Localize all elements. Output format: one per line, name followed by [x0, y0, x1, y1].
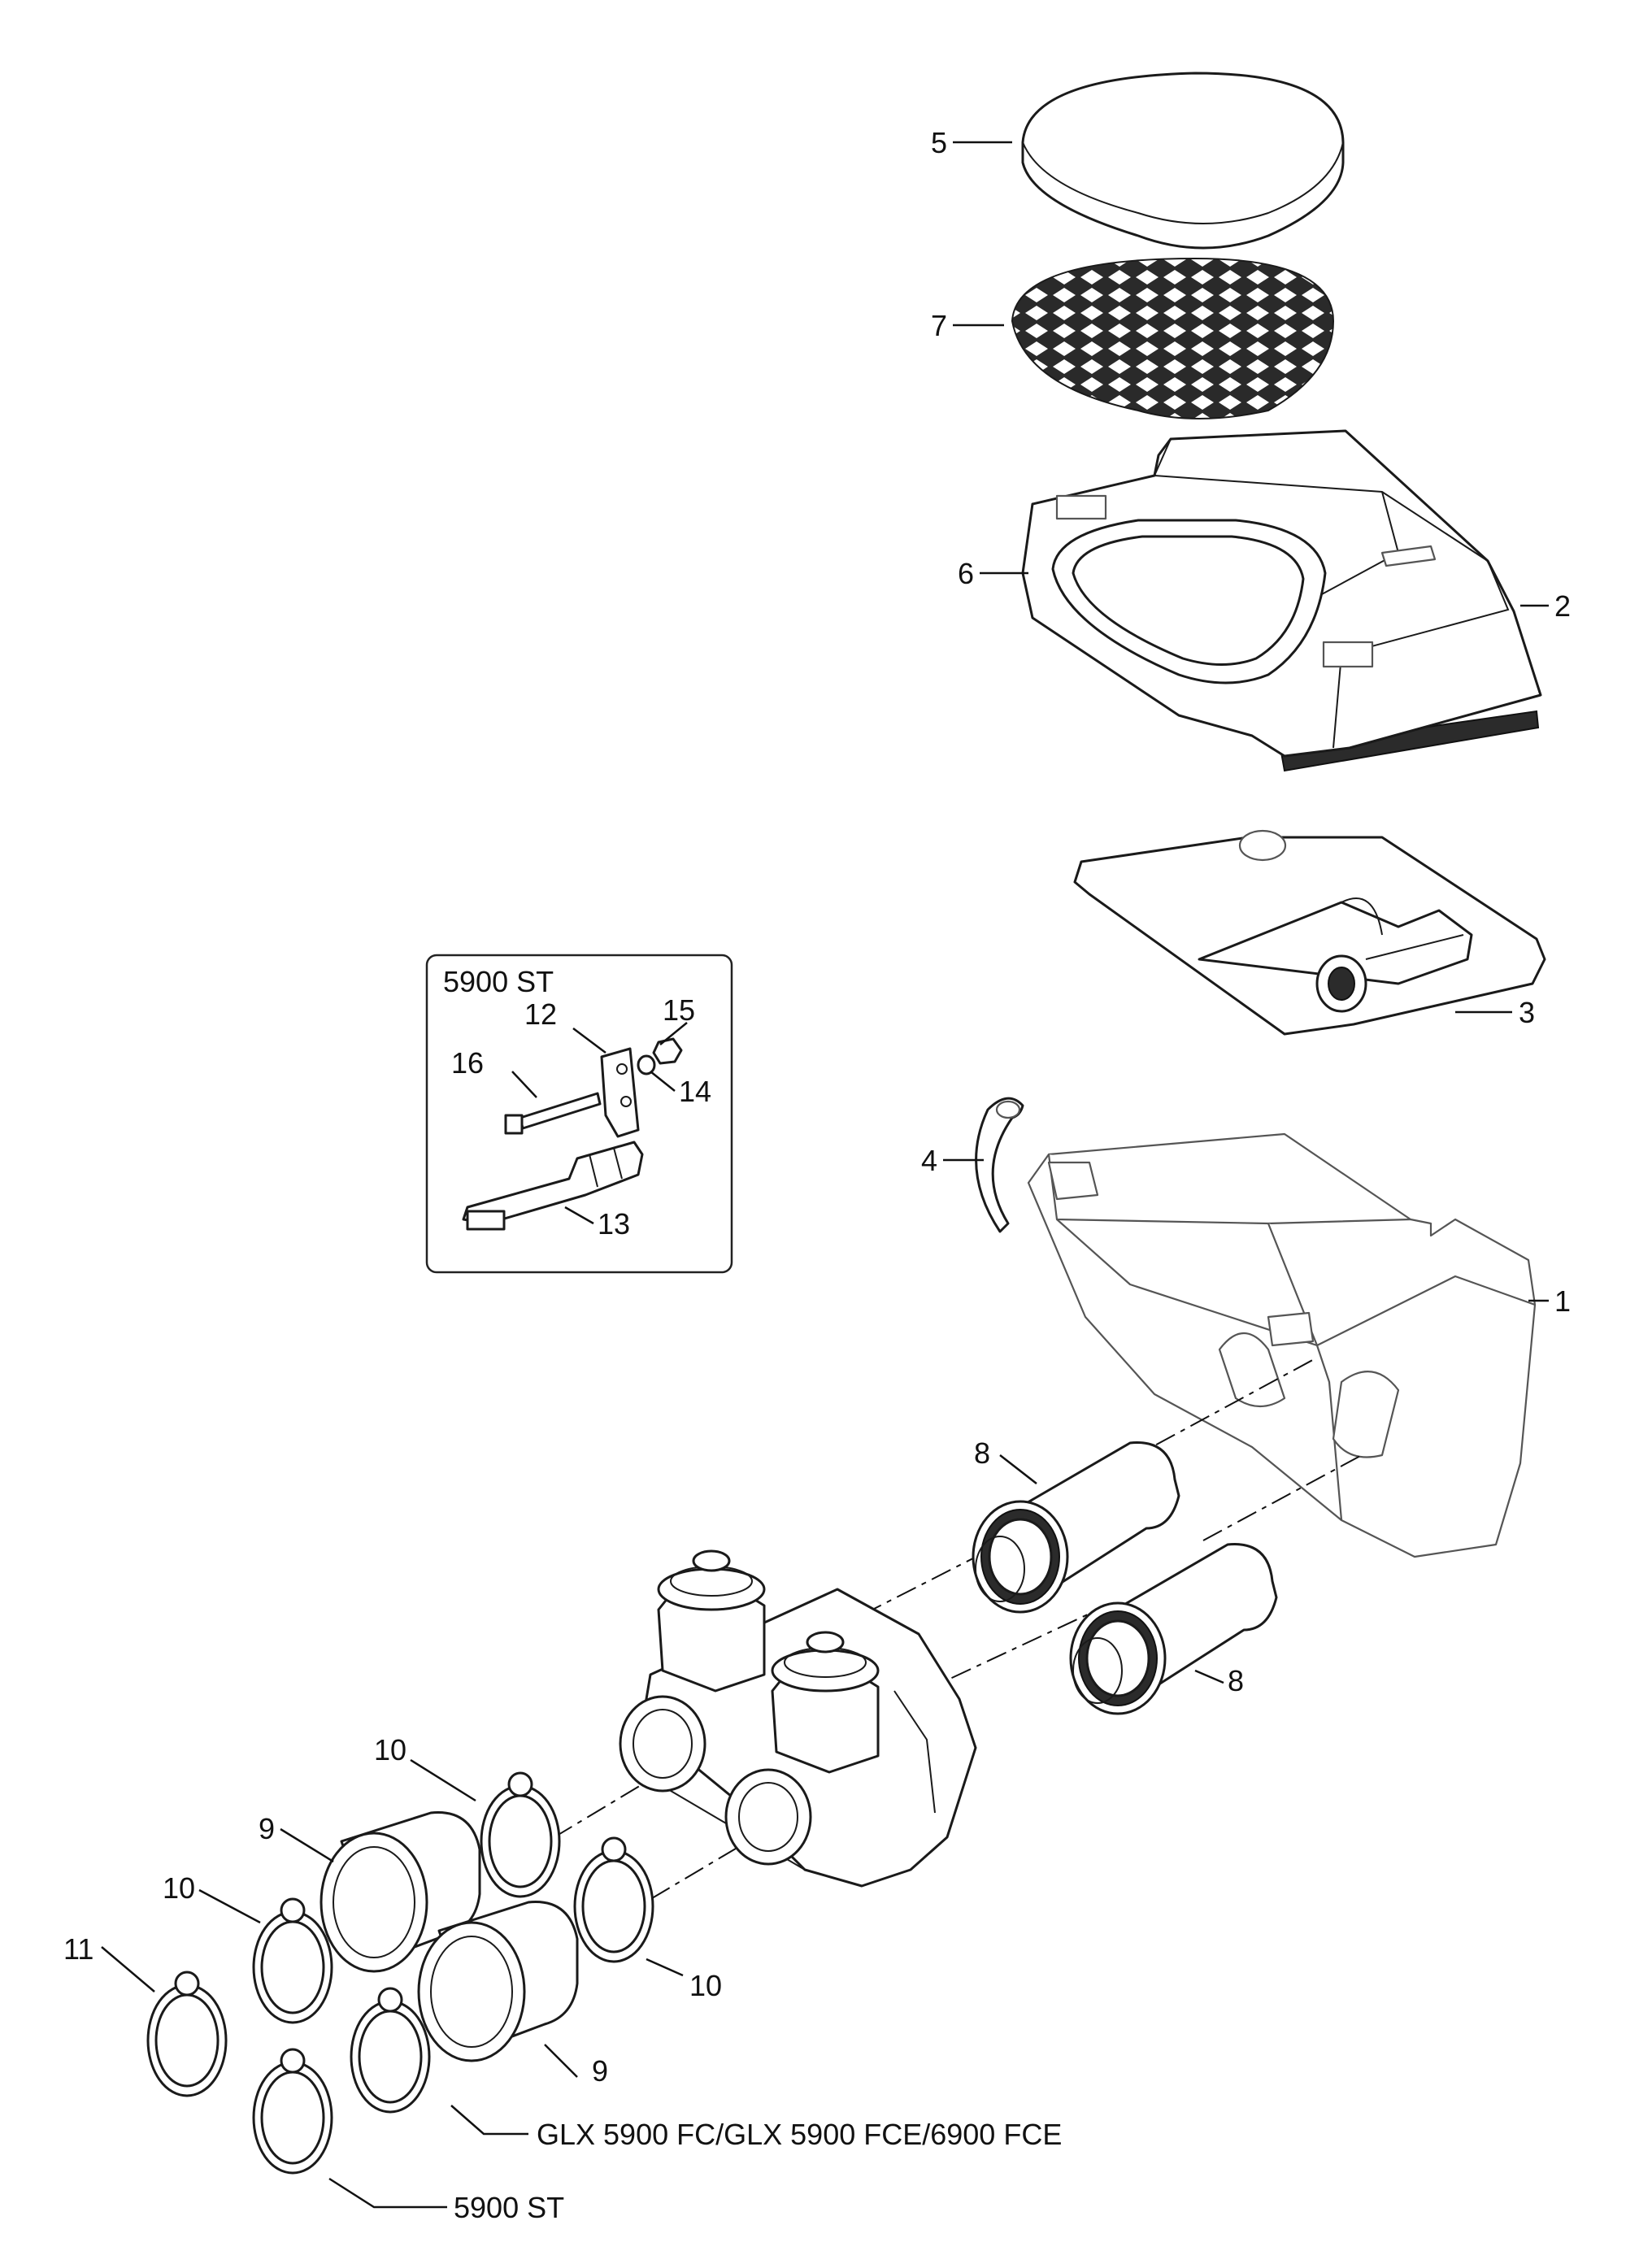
callout-13: 13: [598, 1207, 630, 1241]
part-10-clamp-fc: [350, 1987, 431, 2114]
part-3-filter-plate: [1073, 829, 1546, 1036]
callout-11: 11: [63, 1932, 93, 1966]
callout-9-lower: 9: [592, 2054, 608, 2088]
part-11-clamp-st: [252, 2048, 333, 2175]
variant-label-fc: GLX 5900 FC/GLX 5900 FCE/6900 FCE: [537, 2118, 1062, 2151]
part-12-bracket: [600, 1047, 640, 1138]
part-6-gasket: [1051, 519, 1327, 684]
callout-8-upper: 8: [974, 1436, 990, 1470]
callout-10-right: 10: [689, 1969, 722, 2002]
callout-2: 2: [1554, 589, 1571, 623]
leader-lines: [101, 141, 1549, 2209]
part-8-intake-boot-upper: [972, 1441, 1180, 1614]
callout-8-lower: 8: [1228, 1664, 1244, 1697]
part-5-foam-prefilter: [1021, 72, 1345, 250]
callout-4: 4: [921, 1144, 937, 1177]
callout-labels: 5 7 6 2 3 4 1 8 8 10 9 10 11 10 9 12 15 …: [63, 126, 1571, 2224]
twin-carburetor-assembly: [619, 1549, 977, 1888]
part-9-coupler-lower: [417, 1901, 579, 2062]
part-15-nut: [652, 1037, 683, 1065]
callout-10-left: 10: [163, 1871, 195, 1905]
callout-10-top: 10: [374, 1733, 406, 1766]
part-16-screw: [504, 1092, 602, 1135]
part-10-clamp-3: [252, 1897, 333, 2024]
part-4-retaining-clip: [975, 1097, 1024, 1233]
callout-15: 15: [663, 993, 695, 1027]
inset-5900-st: 5900 ST: [425, 954, 733, 1274]
callout-16: 16: [451, 1046, 484, 1080]
callout-5: 5: [931, 126, 947, 159]
part-8-intake-boot-lower: [1069, 1543, 1278, 1715]
callout-9-upper: 9: [259, 1812, 275, 1845]
part-11-clamp-1: [146, 1971, 228, 2097]
callout-12: 12: [524, 997, 557, 1031]
part-13-strap: [462, 1141, 644, 1231]
callout-14: 14: [679, 1075, 711, 1108]
part-10-clamp-2: [573, 1836, 654, 1963]
callout-7: 7: [931, 309, 947, 342]
part-10-clamp-1: [480, 1771, 561, 1898]
part-7-mesh-screen: [1011, 257, 1335, 419]
part-14-washer: [637, 1054, 656, 1076]
variant-label-st: 5900 ST: [454, 2191, 564, 2224]
part-1-airbox-housing: [1027, 1132, 1537, 1558]
callout-6: 6: [958, 557, 974, 590]
callout-1: 1: [1554, 1284, 1571, 1318]
callout-3: 3: [1519, 996, 1535, 1029]
part-9-coupler-upper: [320, 1811, 481, 1973]
inset-title: 5900 ST: [443, 965, 554, 998]
